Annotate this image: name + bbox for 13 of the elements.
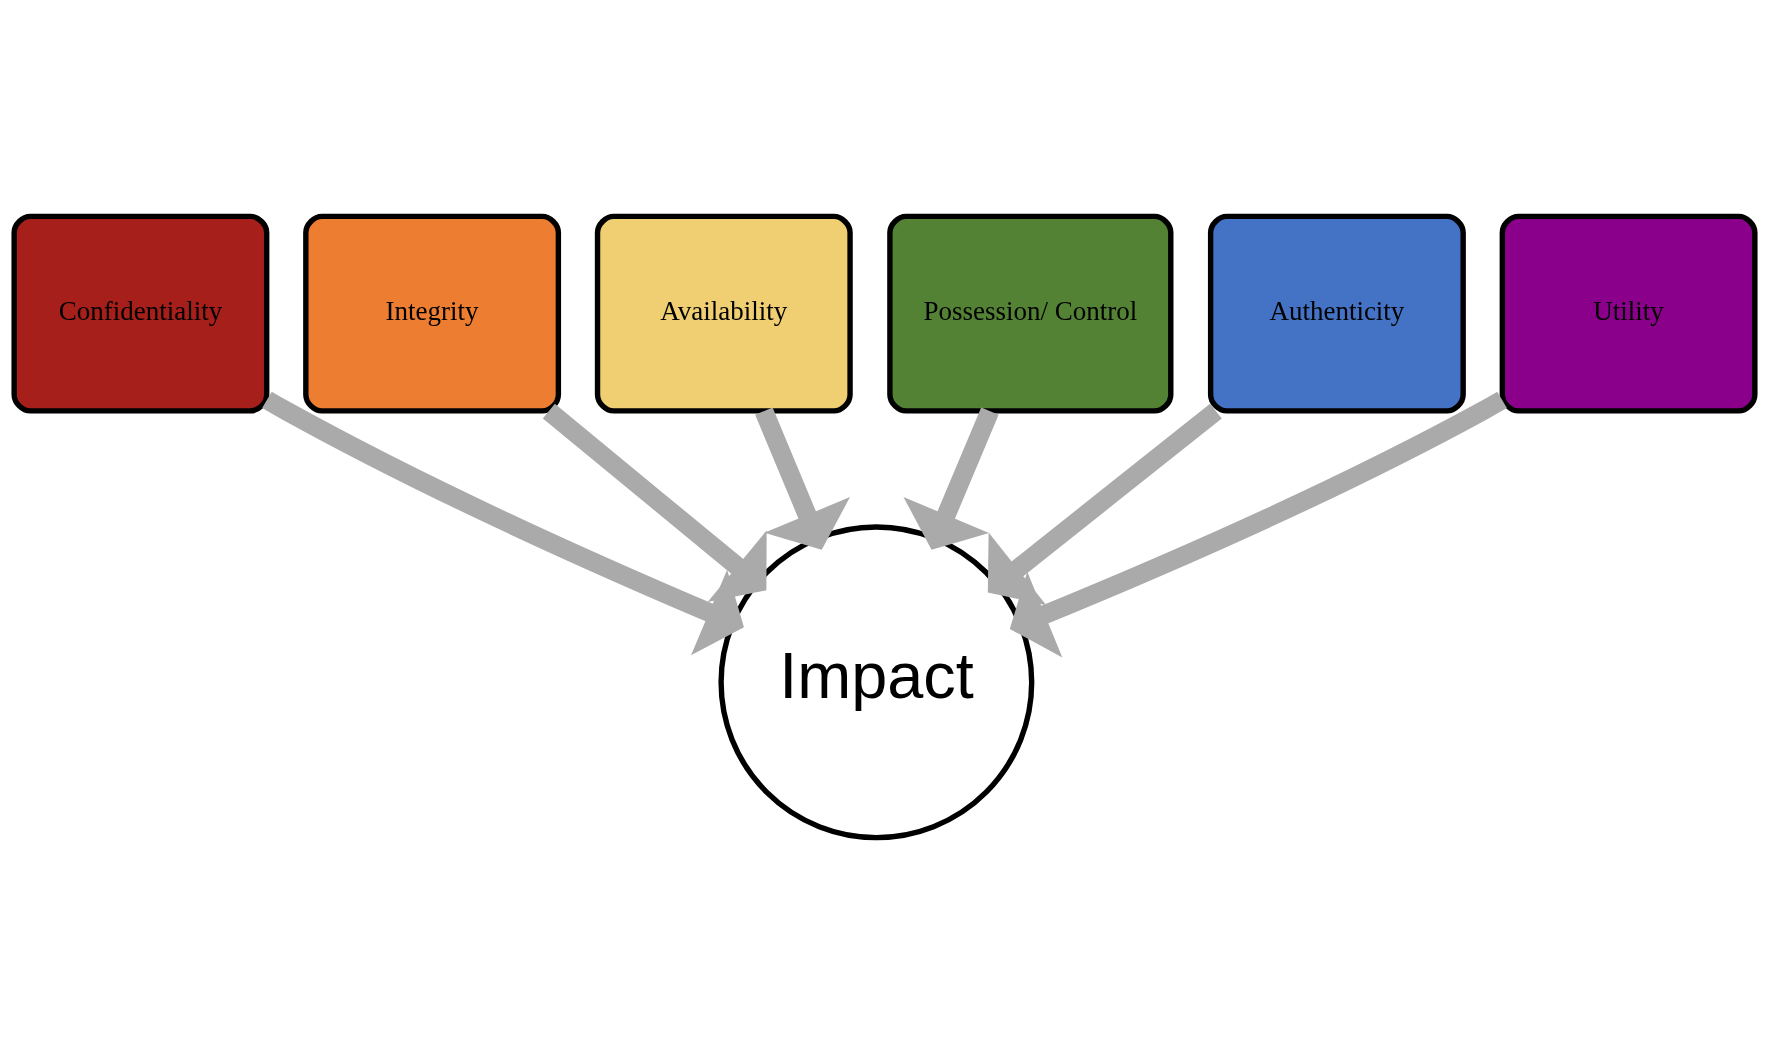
node-circle: Impact [718,524,1035,841]
arrow [542,403,767,603]
node-box: Availability [594,213,853,414]
node-box: Authenticity [1207,213,1466,414]
node-box: Utility [1499,213,1758,414]
node-box: Confidentiality [11,213,270,414]
arrow [987,403,1222,606]
node-box: Possession/ Control [887,213,1174,414]
arrow [755,407,850,550]
arrow [903,407,999,550]
node-box: Integrity [303,213,562,414]
arrow [1009,391,1507,658]
arrow [262,391,744,656]
